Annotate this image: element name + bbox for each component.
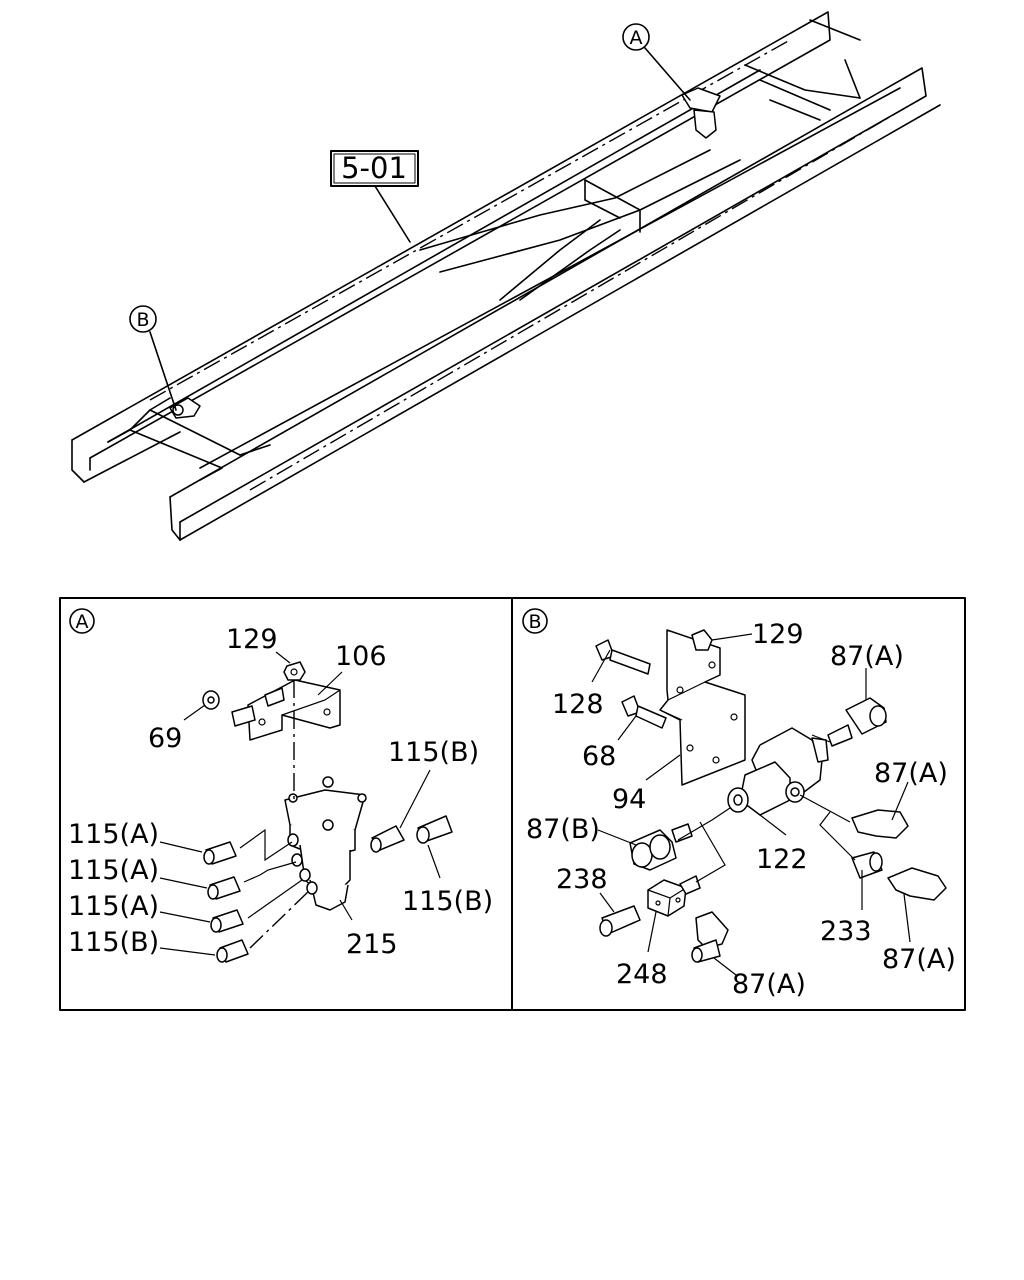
label-233: 233: [820, 916, 872, 947]
panel-b-marker: B: [528, 611, 541, 633]
label-115b-left: 115(B): [68, 927, 159, 958]
callout-a: A: [622, 23, 691, 101]
label-115a-1: 115(A): [68, 819, 159, 850]
label-122: 122: [756, 844, 808, 875]
reference-box: 5-01: [330, 150, 419, 243]
label-87a-right: 87(A): [874, 758, 948, 789]
callout-b-label: B: [136, 309, 149, 331]
panel-a-marker: A: [76, 611, 89, 633]
label-129: 129: [226, 624, 278, 655]
label-238: 238: [556, 864, 608, 895]
label-106: 106: [335, 641, 387, 672]
chassis-frame: [71, 11, 941, 541]
label-128: 128: [552, 689, 604, 720]
reference-label: 5-01: [341, 151, 407, 185]
label-87a-bottom: 87(A): [732, 969, 806, 1000]
label-115b-right: 115(B): [402, 886, 493, 917]
panel-b: B: [522, 608, 956, 1000]
panel-a: A: [68, 608, 493, 963]
label-115a-2: 115(A): [68, 855, 159, 886]
label-94: 94: [612, 784, 646, 815]
label-115b-top: 115(B): [388, 737, 479, 768]
label-248: 248: [616, 959, 668, 990]
label-129: 129: [752, 619, 804, 650]
callout-b: B: [129, 305, 177, 411]
label-68: 68: [582, 741, 616, 772]
label-69: 69: [148, 723, 182, 754]
label-87b: 87(B): [526, 814, 600, 845]
label-87a-bottom-right: 87(A): [882, 944, 956, 975]
label-87a-top: 87(A): [830, 641, 904, 672]
label-215: 215: [346, 929, 398, 960]
callout-a-label: A: [630, 27, 643, 49]
label-115a-3: 115(A): [68, 891, 159, 922]
